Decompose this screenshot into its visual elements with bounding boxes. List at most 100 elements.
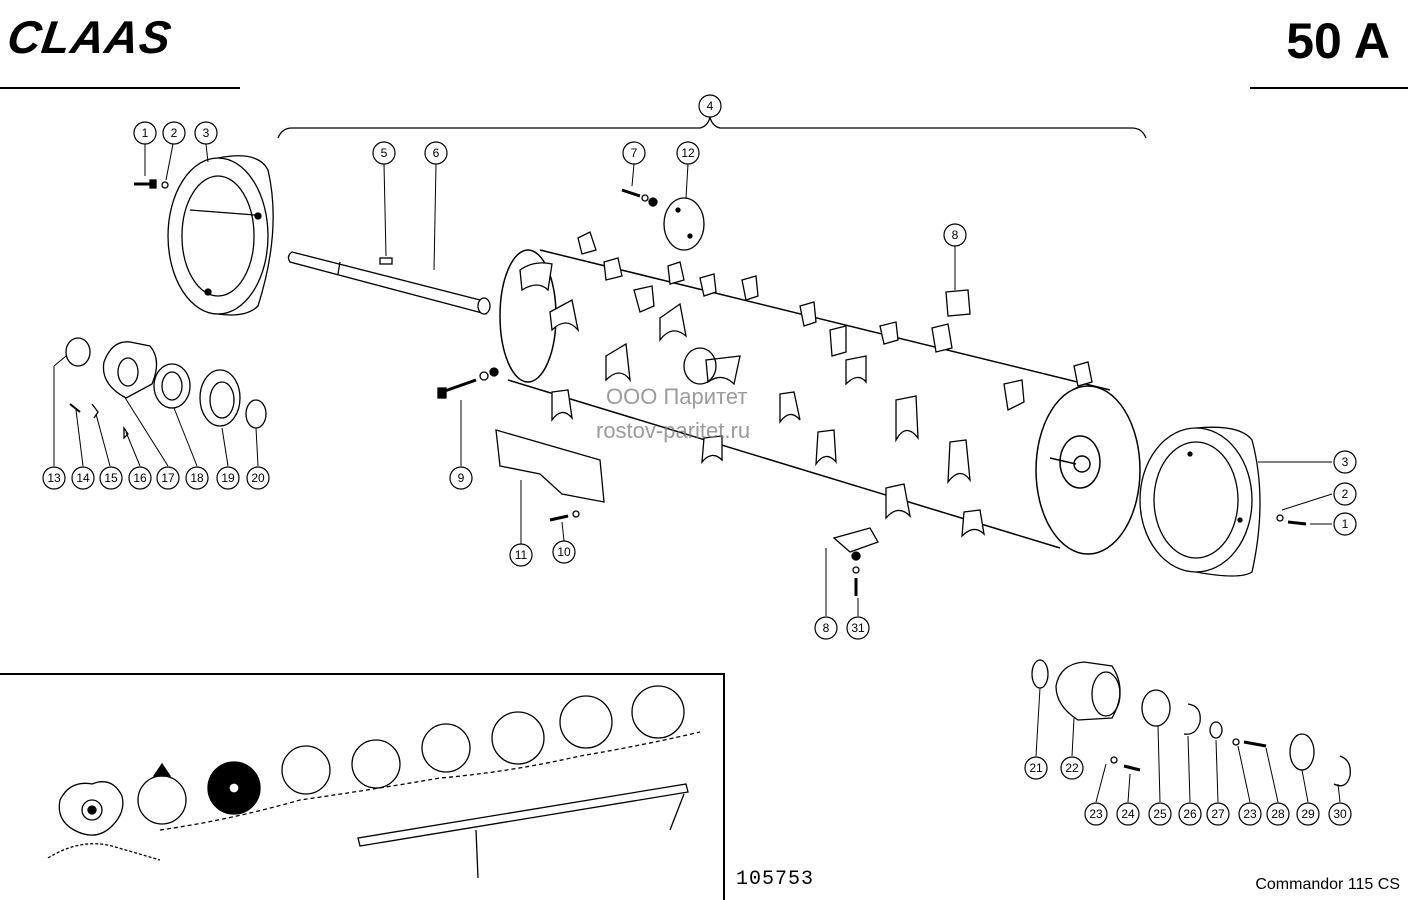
callout-label: 4 — [707, 99, 714, 113]
spare-tine — [832, 527, 879, 553]
machine-model: Commandor 115 CS — [1255, 876, 1400, 893]
callout-29 — [1296, 802, 1320, 826]
callout-6 — [424, 141, 448, 165]
callout-label: 8 — [952, 228, 959, 242]
callout-label: 10 — [557, 545, 571, 559]
bolt-9 — [437, 367, 499, 399]
callout-27 — [1206, 802, 1230, 826]
pickup-drum — [499, 249, 1141, 555]
callout-circles — [42, 94, 1357, 826]
callout-label: 9 — [458, 471, 465, 485]
cover-plate — [663, 197, 705, 251]
callout-30 — [1328, 802, 1352, 826]
screw-31 — [851, 551, 861, 596]
callout-14 — [71, 466, 95, 490]
inset-frame — [0, 673, 725, 900]
callout-labels: 1 2 3 4 5 6 7 12 8 9 11 10 8 31 3 2 1 13… — [47, 99, 1348, 821]
callout-label: 2 — [171, 126, 178, 140]
callout-8-lower — [814, 616, 838, 640]
drum-inspection-hole — [683, 347, 717, 385]
callout-label: 24 — [1121, 807, 1135, 821]
callout-label: 6 — [433, 146, 440, 160]
guide-plate — [495, 429, 605, 503]
callout-label: 28 — [1271, 807, 1285, 821]
callout-label: 7 — [631, 146, 638, 160]
tine-clip — [945, 289, 971, 317]
callout-label: 23 — [1243, 807, 1257, 821]
assembly-bracket — [277, 116, 1147, 139]
callout-22 — [1060, 756, 1084, 780]
callout-label: 2 — [1342, 487, 1349, 501]
callout-28 — [1266, 802, 1290, 826]
drawing-number: 105753 — [736, 868, 815, 891]
callout-1-top-left — [133, 121, 157, 145]
callout-21 — [1024, 756, 1048, 780]
bearing-group-right — [1031, 659, 1351, 787]
watermark-company: ООО Паритет — [606, 384, 748, 409]
callout-label: 30 — [1333, 807, 1347, 821]
callout-label: 22 — [1065, 761, 1079, 775]
callout-label: 27 — [1211, 807, 1225, 821]
page-number: 50 A — [1286, 13, 1390, 69]
callout-10 — [552, 540, 576, 564]
callout-13 — [42, 466, 66, 490]
end-ring-left — [167, 155, 274, 316]
callout-label: 17 — [161, 471, 175, 485]
bolt-1-left — [134, 179, 169, 189]
bolt-1-right — [1276, 514, 1307, 526]
callout-12 — [676, 141, 700, 165]
callout-7 — [622, 141, 646, 165]
callout-15 — [99, 466, 123, 490]
callout-3-right — [1333, 450, 1357, 474]
callout-label: 18 — [190, 471, 204, 485]
callout-5 — [372, 141, 396, 165]
callout-label: 5 — [381, 146, 388, 160]
callout-8-upper — [943, 223, 967, 247]
callout-24 — [1116, 802, 1140, 826]
callout-label: 16 — [133, 471, 147, 485]
drum-shaft — [287, 251, 491, 315]
callout-1-right — [1333, 512, 1357, 536]
callout-label: 15 — [104, 471, 118, 485]
callout-2-right — [1333, 482, 1357, 506]
callout-16 — [128, 466, 152, 490]
callout-label: 12 — [681, 146, 695, 160]
callout-9 — [449, 466, 473, 490]
end-ring-right — [1139, 426, 1261, 577]
callout-26 — [1178, 802, 1202, 826]
shaft-key — [379, 257, 393, 265]
callout-label: 3 — [203, 126, 210, 140]
bolt-7 — [621, 188, 658, 207]
callout-label: 11 — [515, 548, 528, 562]
drum-tines — [519, 231, 1093, 538]
callout-25 — [1148, 802, 1172, 826]
callout-label: 3 — [1342, 455, 1349, 469]
callout-label: 23 — [1089, 807, 1103, 821]
callout-18 — [185, 466, 209, 490]
callout-label: 8 — [823, 621, 830, 635]
callout-31 — [846, 616, 870, 640]
callout-label: 14 — [76, 471, 90, 485]
callout-leaders — [53, 143, 1341, 803]
callout-2-top-left — [162, 121, 186, 145]
bearing-group-left — [65, 337, 267, 440]
callout-23-b — [1238, 802, 1262, 826]
watermark-url: rostov-paritet.ru — [596, 418, 751, 443]
callout-17 — [156, 466, 180, 490]
callout-label: 13 — [47, 471, 61, 485]
callout-23-a — [1084, 802, 1108, 826]
callout-label: 31 — [851, 621, 865, 635]
callout-label: 21 — [1029, 761, 1043, 775]
callout-label: 25 — [1153, 807, 1167, 821]
callout-11 — [509, 543, 533, 567]
callout-3-top-left — [194, 121, 218, 145]
callout-19 — [216, 466, 240, 490]
callout-label: 19 — [221, 471, 235, 485]
bolt-10 — [549, 510, 580, 522]
callout-label: 29 — [1301, 807, 1315, 821]
callout-4 — [698, 94, 722, 118]
callout-label: 26 — [1183, 807, 1197, 821]
inset-rotor-sequence — [47, 685, 701, 879]
